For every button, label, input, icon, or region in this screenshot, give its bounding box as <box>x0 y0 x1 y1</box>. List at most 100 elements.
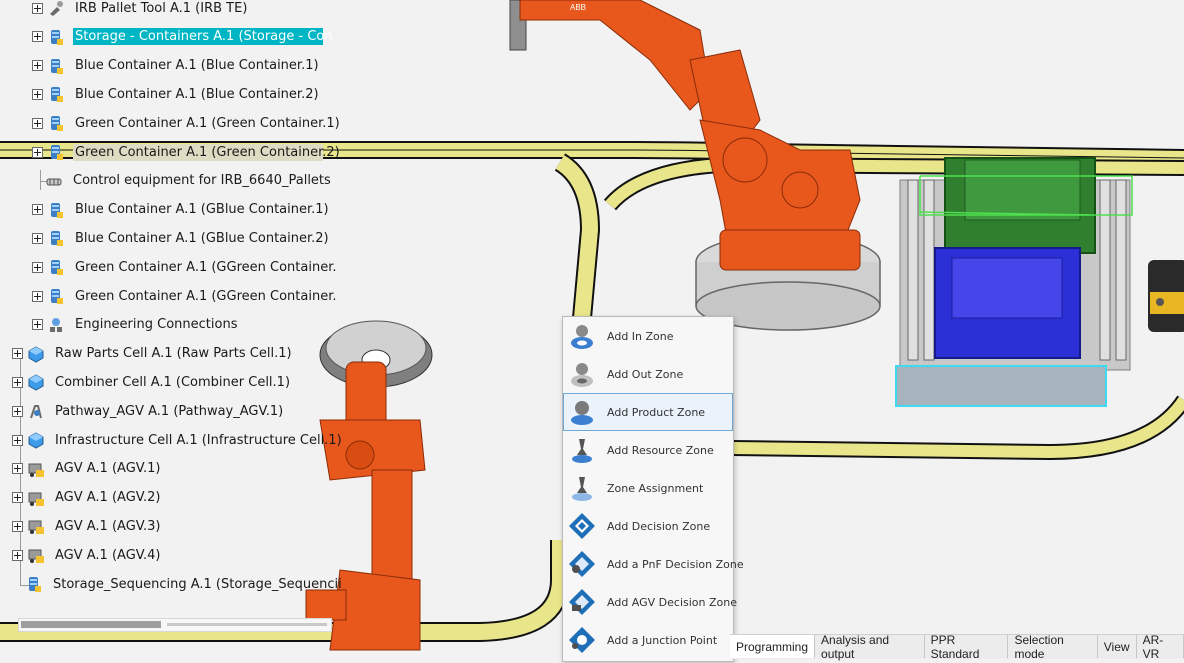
expand-plus-icon[interactable] <box>12 376 23 388</box>
tree-connector <box>20 585 32 586</box>
tree-node[interactable]: Green Container A.1 (Green Container.1) <box>32 112 340 134</box>
tree-node-label[interactable]: Blue Container A.1 (GBlue Container.2) <box>75 230 329 246</box>
tree-node[interactable]: Control equipment for IRB_6640_Pallets <box>32 170 331 192</box>
tab-analysis-and-output[interactable]: Analysis and output <box>815 633 925 661</box>
tree-node-label[interactable]: IRB Pallet Tool A.1 (IRB TE) <box>75 0 248 16</box>
expand-plus-icon[interactable] <box>12 549 23 561</box>
tree-leaf-spacer <box>32 176 41 185</box>
container-product-icon <box>47 85 65 103</box>
menu-item-in-zone[interactable]: Add In Zone <box>563 317 733 355</box>
tree-leaf-spacer <box>12 580 21 589</box>
tree-node-label[interactable]: Green Container A.1 (GGreen Container. <box>75 288 337 304</box>
tree-node-label[interactable]: Green Container A.1 (GGreen Container. <box>75 259 337 275</box>
expand-plus-icon[interactable] <box>32 88 43 100</box>
resource-zone-icon <box>567 435 597 465</box>
tab-view[interactable]: View <box>1098 635 1137 658</box>
expand-plus-icon[interactable] <box>12 405 23 417</box>
expand-plus-icon[interactable] <box>12 348 23 360</box>
expand-plus-icon[interactable] <box>32 2 43 14</box>
tree-node-label[interactable]: Combiner Cell A.1 (Combiner Cell.1) <box>55 374 291 390</box>
tree-node[interactable]: Raw Parts Cell A.1 (Raw Parts Cell.1) <box>12 343 294 365</box>
tree-node-label[interactable]: Blue Container A.1 (Blue Container.1) <box>75 58 319 74</box>
tree-connector <box>40 170 41 190</box>
tree-node-label[interactable]: AGV A.1 (AGV.2) <box>55 490 161 506</box>
tree-node-label[interactable]: Infrastructure Cell A.1 (Infrastructure … <box>55 432 342 448</box>
expand-plus-icon[interactable] <box>32 60 43 72</box>
tree-node[interactable]: IRB Pallet Tool A.1 (IRB TE) <box>32 0 249 19</box>
tree-node[interactable]: Blue Container A.1 (Blue Container.1) <box>32 55 321 77</box>
tree-node[interactable]: Engineering Connections <box>32 314 239 336</box>
tree-node[interactable]: Infrastructure Cell A.1 (Infrastructure … <box>12 429 342 451</box>
tree-node[interactable]: Green Container A.1 (Green Container.2) <box>32 141 340 163</box>
zone-assignment-icon <box>567 473 597 503</box>
expand-plus-icon[interactable] <box>12 434 23 446</box>
menu-item-decision-zone[interactable]: Add Decision Zone <box>563 507 733 545</box>
expand-plus-icon[interactable] <box>32 261 43 273</box>
tree-node[interactable]: AGV A.1 (AGV.3) <box>12 515 162 537</box>
tree-node-label[interactable]: Engineering Connections <box>75 317 238 333</box>
tree-node-label[interactable]: AGV A.1 (AGV.4) <box>55 547 161 563</box>
tree-node[interactable]: Storage - Containers A.1 (Storage - Con <box>32 26 333 48</box>
tree-node[interactable]: Storage_Sequencing A.1 (Storage_Sequenci… <box>12 573 342 595</box>
expand-plus-icon[interactable] <box>32 146 43 158</box>
tree-node-label[interactable]: Raw Parts Cell A.1 (Raw Parts Cell.1) <box>55 346 292 362</box>
tree-node-label[interactable]: Pathway_AGV A.1 (Pathway_AGV.1) <box>55 403 284 419</box>
tree-node-label[interactable]: AGV A.1 (AGV.1) <box>55 461 161 477</box>
expand-plus-icon[interactable] <box>12 463 23 475</box>
tree-node[interactable]: Green Container A.1 (GGreen Container. <box>32 285 337 307</box>
junction-point-icon <box>567 625 597 655</box>
tree-node-label[interactable]: Blue Container A.1 (GBlue Container.1) <box>75 202 329 218</box>
expand-plus-icon[interactable] <box>32 232 43 244</box>
expand-plus-icon[interactable] <box>32 319 43 331</box>
expand-plus-icon[interactable] <box>32 290 43 302</box>
menu-item-pnf-decision-zone[interactable]: Add a PnF Decision Zone <box>563 545 744 583</box>
tree-node[interactable]: AGV A.1 (AGV.2) <box>12 487 162 509</box>
tree-horizontal-scrollbar[interactable] <box>18 618 332 632</box>
tab-ar-vr[interactable]: AR-VR <box>1137 633 1184 661</box>
menu-item-label: Add Resource Zone <box>607 443 714 457</box>
tree-node[interactable]: AGV A.1 (AGV.4) <box>12 544 162 566</box>
menu-item-product-zone[interactable]: Add Product Zone <box>563 393 733 431</box>
expand-plus-icon[interactable] <box>32 117 43 129</box>
tab-selection-mode[interactable]: Selection mode <box>1008 633 1098 661</box>
tree-node-label[interactable]: Control equipment for IRB_6640_Pallets <box>73 173 331 189</box>
agv-icon <box>27 460 45 478</box>
expand-plus-icon[interactable] <box>32 204 43 216</box>
tab-programming[interactable]: Programming <box>730 635 816 658</box>
tree-node[interactable]: Combiner Cell A.1 (Combiner Cell.1) <box>12 371 292 393</box>
tree-node-label[interactable]: Storage_Sequencing A.1 (Storage_Sequenci… <box>53 576 342 592</box>
tree-node[interactable]: AGV A.1 (AGV.1) <box>12 458 162 480</box>
expand-plus-icon[interactable] <box>12 492 23 504</box>
tree-node-label[interactable]: Green Container A.1 (Green Container.2) <box>73 143 340 161</box>
engineering-connections-icon <box>47 316 65 334</box>
robot-arm-upper <box>509 0 861 271</box>
tool-icon <box>47 0 65 17</box>
container-product-icon <box>25 575 43 593</box>
robot-brand-label: ABB <box>570 3 586 12</box>
menu-item-resource-zone[interactable]: Add Resource Zone <box>563 431 733 469</box>
menu-item-out-zone[interactable]: Add Out Zone <box>563 355 733 393</box>
expand-plus-icon[interactable] <box>32 31 43 43</box>
scrollbar-thumb[interactable] <box>21 621 161 628</box>
tree-node-label[interactable]: Blue Container A.1 (Blue Container.2) <box>75 86 319 102</box>
menu-item-junction-point[interactable]: Add a Junction Point <box>563 621 733 659</box>
container-product-icon <box>47 201 65 219</box>
tree-node-label[interactable]: AGV A.1 (AGV.3) <box>55 518 161 534</box>
expand-plus-icon[interactable] <box>12 520 23 532</box>
menu-item-zone-assignment[interactable]: Zone Assignment <box>563 469 733 507</box>
container-product-icon <box>47 57 65 75</box>
tree-node[interactable]: Blue Container A.1 (GBlue Container.2) <box>32 227 329 249</box>
tree-node[interactable]: Green Container A.1 (GGreen Container. <box>32 256 337 278</box>
menu-item-label: Add a PnF Decision Zone <box>607 557 744 571</box>
tab-ppr-standard[interactable]: PPR Standard <box>925 633 1009 661</box>
tree-node-label[interactable]: Storage - Containers A.1 (Storage - Con <box>73 28 333 46</box>
tree-node[interactable]: Blue Container A.1 (GBlue Container.1) <box>32 199 329 221</box>
tree-node[interactable]: Pathway_AGV A.1 (Pathway_AGV.1) <box>12 400 285 422</box>
tree-node-label[interactable]: Green Container A.1 (Green Container.1) <box>75 115 340 131</box>
product-zone-icon <box>567 397 597 427</box>
menu-item-agv-decision-zone[interactable]: Add AGV Decision Zone <box>563 583 737 621</box>
tree-node[interactable]: Blue Container A.1 (Blue Container.2) <box>32 83 321 105</box>
